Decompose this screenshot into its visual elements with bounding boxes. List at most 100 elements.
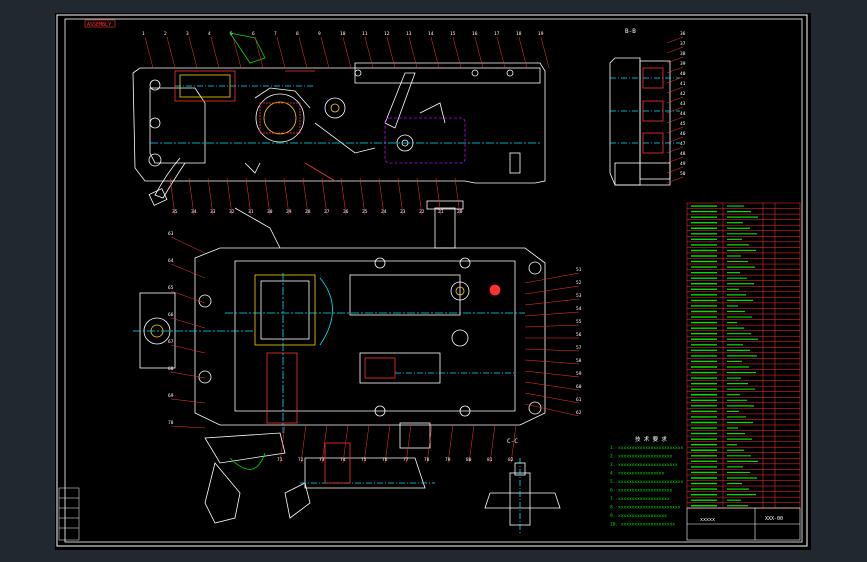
callout-leader bbox=[518, 36, 528, 69]
callout-leader bbox=[188, 36, 198, 69]
note-line: 9. xxxxxxxxxxxxxxxxxx bbox=[610, 513, 667, 519]
callout-leader bbox=[666, 176, 684, 184]
callout-number: 78 bbox=[424, 457, 430, 463]
callout-number: 34 bbox=[191, 209, 197, 215]
title-block: xxxxx XXX-00 bbox=[686, 507, 801, 541]
callout-leader bbox=[207, 177, 214, 216]
callout-leader bbox=[666, 126, 684, 134]
callout-number: 32 bbox=[229, 209, 235, 215]
callout-leader bbox=[666, 36, 684, 44]
callout-number: 42 bbox=[680, 91, 686, 97]
callout-leader bbox=[468, 424, 475, 464]
note-line: 4. xxxxxxxxxxxxxxxxx bbox=[610, 471, 664, 477]
callout-leader bbox=[666, 46, 684, 54]
callout-leader bbox=[524, 272, 580, 284]
callout-number: 59 bbox=[576, 371, 582, 377]
callout-number: 75 bbox=[361, 457, 367, 463]
callout-number: 57 bbox=[576, 345, 582, 351]
callout-number: 72 bbox=[298, 457, 304, 463]
inner-frame bbox=[64, 18, 803, 543]
callout-number: 24 bbox=[381, 209, 387, 215]
callout-leader bbox=[232, 36, 242, 69]
callout-number: 61 bbox=[576, 397, 582, 403]
callout-number: 77 bbox=[403, 457, 409, 463]
callout-number: 27 bbox=[324, 209, 330, 215]
callout-leader bbox=[666, 56, 684, 64]
callout-number: 14 bbox=[428, 31, 434, 37]
callout-leader bbox=[298, 36, 308, 69]
callout-leader bbox=[524, 392, 580, 404]
callout-leader bbox=[166, 36, 176, 69]
note-line: 1. xxxxxxxxxxxxxxxxxxxxxxxx bbox=[610, 445, 683, 451]
callout-number: 15 bbox=[450, 31, 456, 37]
left-edge-table bbox=[58, 487, 80, 541]
callout-leader bbox=[540, 36, 550, 69]
callout-number: 63 bbox=[168, 231, 174, 237]
callout-number: 1 bbox=[142, 31, 145, 37]
callout-number: 67 bbox=[168, 339, 174, 345]
callout-number: 23 bbox=[400, 209, 406, 215]
callout-number: 52 bbox=[576, 280, 582, 286]
callout-number: 25 bbox=[362, 209, 368, 215]
callout-leader bbox=[489, 424, 496, 464]
assembly-drawing: ASSEMBLY bbox=[56, 14, 808, 547]
plan-view bbox=[133, 200, 546, 449]
callout-number: 56 bbox=[576, 332, 582, 338]
callout-leader bbox=[452, 36, 462, 69]
callout-leader bbox=[435, 177, 442, 216]
callout-number: 18 bbox=[516, 31, 522, 37]
callout-leader bbox=[364, 36, 374, 69]
callout-number: 17 bbox=[494, 31, 500, 37]
callout-leader bbox=[170, 344, 206, 354]
callout-number: 47 bbox=[680, 141, 686, 147]
bottom-lever bbox=[204, 432, 435, 524]
callout-leader bbox=[524, 403, 580, 417]
callout-number: 39 bbox=[680, 61, 686, 67]
callout-leader bbox=[170, 263, 206, 279]
callout-leader bbox=[144, 36, 154, 69]
callout-leader bbox=[384, 424, 391, 464]
callout-leader bbox=[170, 425, 206, 429]
title-block-code: XXX-00 bbox=[765, 516, 783, 522]
callout-number: 68 bbox=[168, 366, 174, 372]
callout-number: 46 bbox=[680, 131, 686, 137]
callout-number: 64 bbox=[168, 258, 174, 264]
parts-list bbox=[686, 202, 801, 509]
callout-leader bbox=[300, 424, 307, 464]
callout-leader bbox=[447, 424, 454, 464]
callout-leader bbox=[264, 177, 271, 216]
callout-number: 41 bbox=[680, 81, 686, 87]
callout-leader bbox=[169, 177, 176, 216]
callout-number: 81 bbox=[487, 457, 493, 463]
callout-number: 65 bbox=[168, 285, 174, 291]
note-line: 2. xxxxxxxxxxxxxxxxxxxx bbox=[610, 454, 673, 460]
callout-number: 82 bbox=[508, 457, 514, 463]
callout-leader bbox=[666, 156, 684, 164]
callout-leader bbox=[510, 424, 517, 464]
callout-number: 33 bbox=[210, 209, 216, 215]
callout-leader bbox=[405, 424, 412, 464]
callout-number: 21 bbox=[438, 209, 444, 215]
callout-leader bbox=[340, 177, 347, 216]
callout-number: 3 bbox=[186, 31, 189, 37]
callout-number: 66 bbox=[168, 312, 174, 318]
section-bb: B-B bbox=[609, 28, 680, 186]
callout-number: 5 bbox=[230, 31, 233, 37]
callout-number: 43 bbox=[680, 101, 686, 107]
outer-frame bbox=[56, 14, 808, 547]
notes-list: 1. xxxxxxxxxxxxxxxxxxxxxxxx 2. xxxxxxxxxx… bbox=[610, 445, 683, 528]
callout-number: 70 bbox=[168, 420, 174, 426]
callout-leader bbox=[524, 298, 580, 306]
callout-leader bbox=[363, 424, 370, 464]
section-cc: C-C bbox=[484, 438, 561, 533]
callout-leader bbox=[342, 424, 349, 464]
callout-leader bbox=[276, 36, 286, 69]
callout-number: 38 bbox=[680, 51, 686, 57]
section-bb-label: B-B bbox=[625, 28, 636, 35]
callout-number: 19 bbox=[538, 31, 544, 37]
callout-number: 11 bbox=[362, 31, 368, 37]
callout-leader bbox=[397, 177, 404, 216]
